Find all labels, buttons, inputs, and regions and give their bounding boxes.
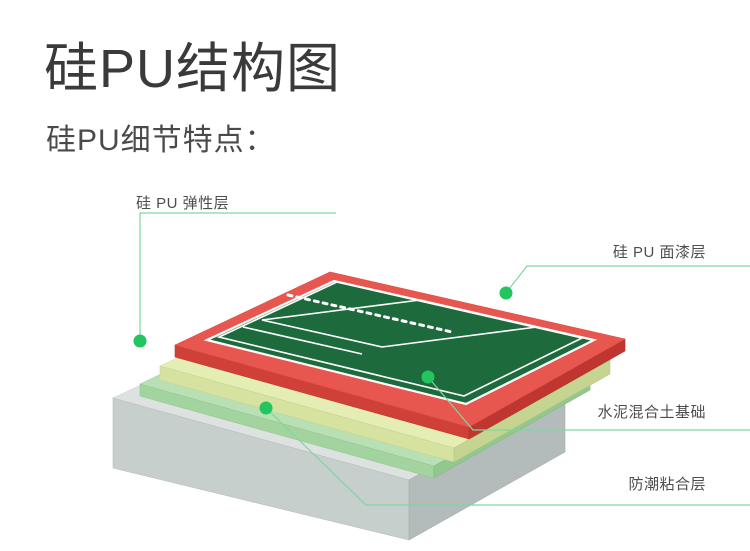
leader-line-topcoat <box>505 265 750 294</box>
page-title: 硅PU结构图 <box>44 39 342 99</box>
court-outer-line <box>203 279 598 406</box>
callout-leader-lines <box>139 212 750 506</box>
court-singles-line <box>216 281 585 397</box>
callout-label-topcoat: 硅 PU 面漆层 <box>612 244 706 261</box>
callout-dot-concrete[interactable] <box>421 370 435 384</box>
layer-topcoat <box>174 271 626 440</box>
leader-line-adhesive <box>265 407 750 506</box>
court-baseline-left <box>242 326 363 355</box>
page-subtitle: 硅PU细节特点： <box>46 124 276 157</box>
court-net <box>286 293 454 334</box>
elastic-right-face <box>453 359 611 463</box>
court-service-line-left <box>261 319 383 348</box>
callout-dot-elastic[interactable] <box>133 334 147 348</box>
court-centre-service-line-near <box>261 299 421 321</box>
leader-line-elastic <box>139 212 336 341</box>
callout-dots <box>133 286 513 415</box>
callout-label-elastic: 硅 PU 弹性层 <box>136 195 230 212</box>
leader-line-concrete <box>427 376 750 431</box>
callout-label-adhesive: 防潮粘合层 <box>628 476 706 493</box>
callout-label-concrete: 水泥混合土基础 <box>597 404 706 421</box>
callout-dot-adhesive[interactable] <box>259 401 273 415</box>
court-centre-service-line-far <box>381 326 538 348</box>
court-baseline-right <box>439 304 558 333</box>
callout-dot-topcoat[interactable] <box>499 286 513 300</box>
